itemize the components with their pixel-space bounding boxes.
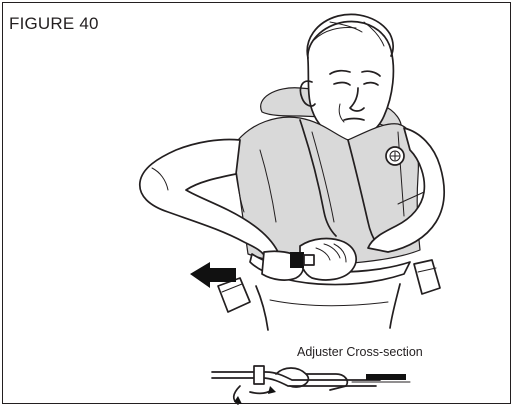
adjuster-cross-section [212, 366, 410, 404]
figure-title: FIGURE 40 [9, 14, 99, 34]
right-pouch [414, 260, 440, 294]
head [300, 14, 393, 140]
left-pouch [218, 278, 250, 312]
adjuster-caption: Adjuster Cross-section [297, 345, 423, 359]
circular-emblem-icon [386, 147, 404, 165]
buckle [290, 252, 314, 268]
